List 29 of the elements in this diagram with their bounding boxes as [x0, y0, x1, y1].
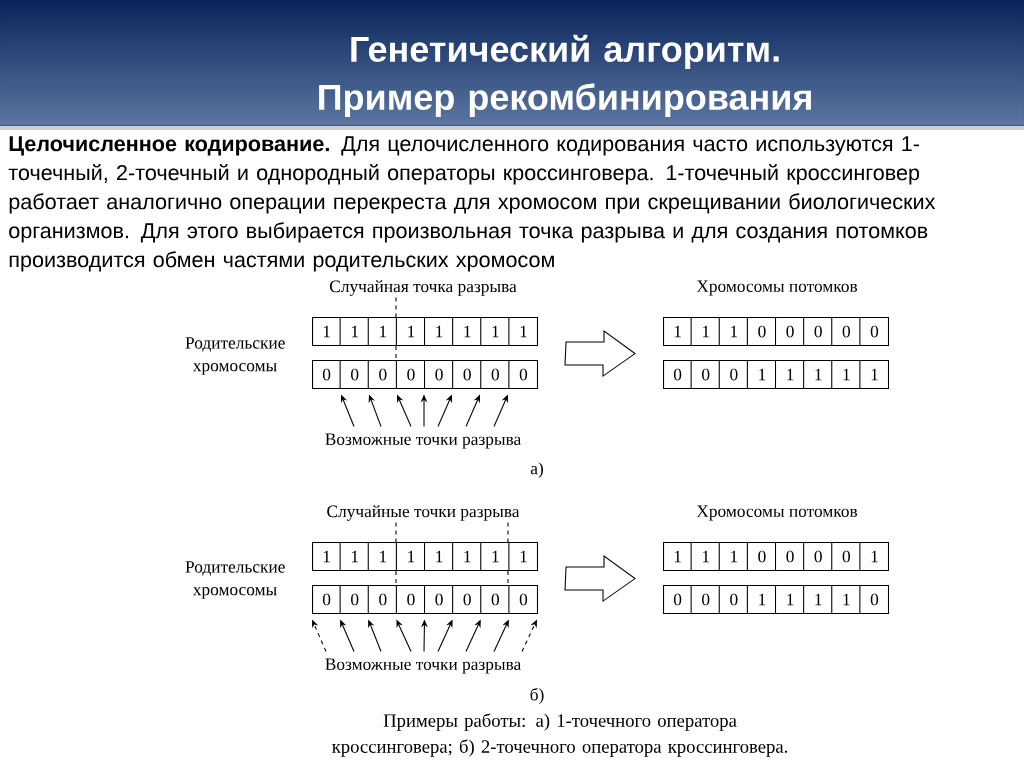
dashed-line — [507, 521, 509, 543]
dashed-line — [395, 345, 397, 361]
dashed-line — [395, 296, 397, 318]
chromosome-bar: 1 1 1 0 0 0 0 0 — [663, 316, 890, 347]
diagram-label: Возможные точки разрыва — [325, 658, 521, 674]
caption: Примеры работы: а) 1-точечного оператора кроссинговера; б) 2-точечного оператора кроссинговера. — [332, 713, 788, 757]
diagram-label: Хромосомы потомков — [696, 280, 858, 296]
dashed-line — [395, 521, 397, 543]
paragraph: Целочисленное кодирование. Для целочисленного кодирования часто используются 1-точечный, 2-точечный и однородный операторы кроссинговера. 1-точечный кроссинговер работает аналогично операции перекреста для хромосом при скрещивании биологических организмов. Для этого выбирается произвольная точка разрыва и для создания потомков производится обмен частями родительских хромосом — [8, 136, 936, 272]
title: Генетический алгоритм. Пример рекомбинирования — [319, 34, 811, 118]
chromosome-bar: 0 0 0 0 0 0 0 0 — [312, 359, 539, 390]
chromosome-bar: 1 1 1 1 1 1 1 1 — [312, 316, 539, 347]
diagram-label: Родительские хромосомы — [185, 337, 285, 375]
diagram-label: а) — [530, 462, 543, 478]
diagram-label: Родительские хромосомы — [185, 561, 285, 599]
dashed-line — [395, 570, 397, 586]
diagram-label: Случайная точка разрыва — [330, 280, 517, 296]
diagram-label: Возможные точки разрыва — [325, 433, 521, 449]
chromosome-bar: 0 0 0 1 1 1 1 0 — [663, 584, 890, 615]
diagram-label: б) — [530, 687, 544, 705]
chromosome-bar: 0 0 0 1 1 1 1 1 — [663, 359, 890, 390]
block-arrow — [564, 330, 636, 378]
dashed-line — [507, 570, 509, 586]
chromosome-bar: 1 1 1 0 0 0 0 1 — [663, 541, 890, 572]
block-arrow — [564, 555, 636, 603]
diagram-label: Случайные точки разрыва — [327, 505, 520, 521]
chromosome-bar: 0 0 0 0 0 0 0 0 — [312, 584, 539, 615]
diagram-label: Хромосомы потомков — [696, 505, 858, 521]
chromosome-bar: 1 1 1 1 1 1 1 1 — [312, 541, 539, 572]
